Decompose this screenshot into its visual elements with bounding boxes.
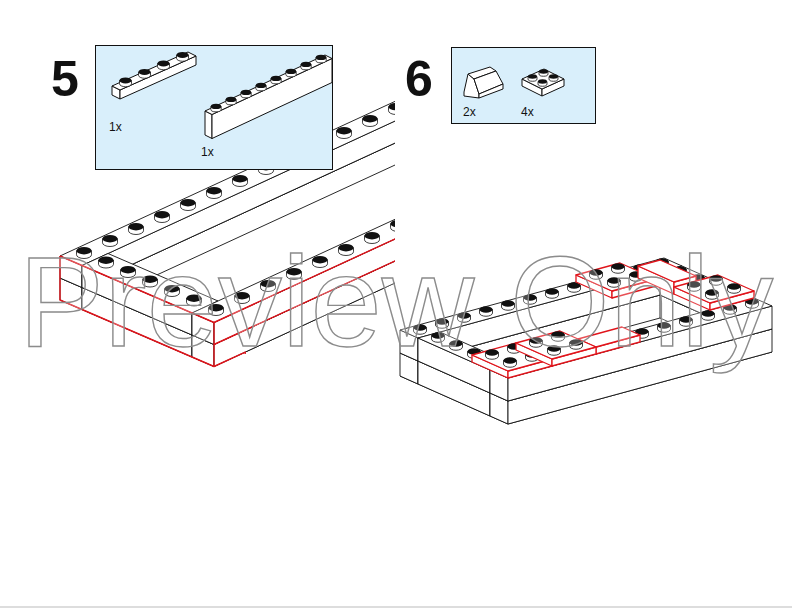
stud-top [391, 220, 396, 228]
stud-top [181, 199, 196, 207]
parts-box: 62x4x [451, 47, 596, 124]
stud-side [538, 82, 547, 87]
slope-front [479, 84, 503, 98]
stud-side [301, 64, 311, 69]
stud-top [549, 74, 558, 79]
stud-side [139, 72, 151, 78]
brick-top [522, 69, 564, 89]
stud-top [539, 69, 548, 74]
stud-top [271, 76, 281, 81]
stud-top [286, 69, 296, 74]
stud-top [316, 55, 326, 60]
stud-top [211, 104, 221, 109]
stud-top [301, 62, 311, 67]
slope-face [474, 71, 503, 94]
step-number: 6 [405, 54, 433, 104]
stud-top [226, 97, 236, 102]
stud-top [528, 74, 537, 79]
stud-side [549, 77, 558, 82]
stud-side [539, 72, 548, 77]
stud-top [158, 60, 170, 66]
stud-top [389, 103, 396, 111]
stud-side [286, 71, 296, 76]
brick-front [120, 56, 196, 99]
part-quantity: 1x [109, 121, 122, 133]
stud-top [538, 79, 547, 84]
stud-side [271, 78, 281, 83]
stud-top [129, 223, 144, 231]
stud-top [155, 211, 170, 219]
brick-side [112, 86, 120, 99]
page-rule [0, 607, 792, 608]
stud-side [158, 63, 170, 69]
stud-side [211, 106, 221, 111]
stud-top [177, 52, 189, 58]
brick-top [205, 55, 332, 115]
stud-top [139, 69, 151, 75]
stud-side [256, 85, 266, 90]
stud-side [177, 55, 189, 61]
watermark: Preview Only [19, 238, 774, 366]
brick-front [212, 59, 332, 139]
stud-side [528, 77, 537, 82]
stud-side [120, 80, 132, 86]
stud-top [363, 115, 378, 123]
brick-front [542, 79, 564, 96]
stud-top [241, 90, 251, 95]
brick-top [112, 52, 196, 90]
stud-side [226, 99, 236, 104]
step-number: 5 [51, 54, 79, 104]
brick-side [205, 111, 212, 139]
stud-side [316, 57, 326, 62]
brick-side [522, 79, 542, 96]
slope-top [468, 67, 496, 79]
stud-top [256, 83, 266, 88]
part-quantity: 1x [201, 146, 214, 158]
slope-side [464, 74, 479, 98]
stud-top [120, 77, 132, 83]
part-quantity: 4x [521, 106, 534, 118]
stud-top [207, 187, 222, 195]
stud-side [241, 92, 251, 97]
stud-top [233, 175, 248, 183]
stud-top [337, 127, 352, 135]
part-quantity: 2x [463, 106, 476, 118]
parts-box: 51x1x [95, 45, 333, 170]
